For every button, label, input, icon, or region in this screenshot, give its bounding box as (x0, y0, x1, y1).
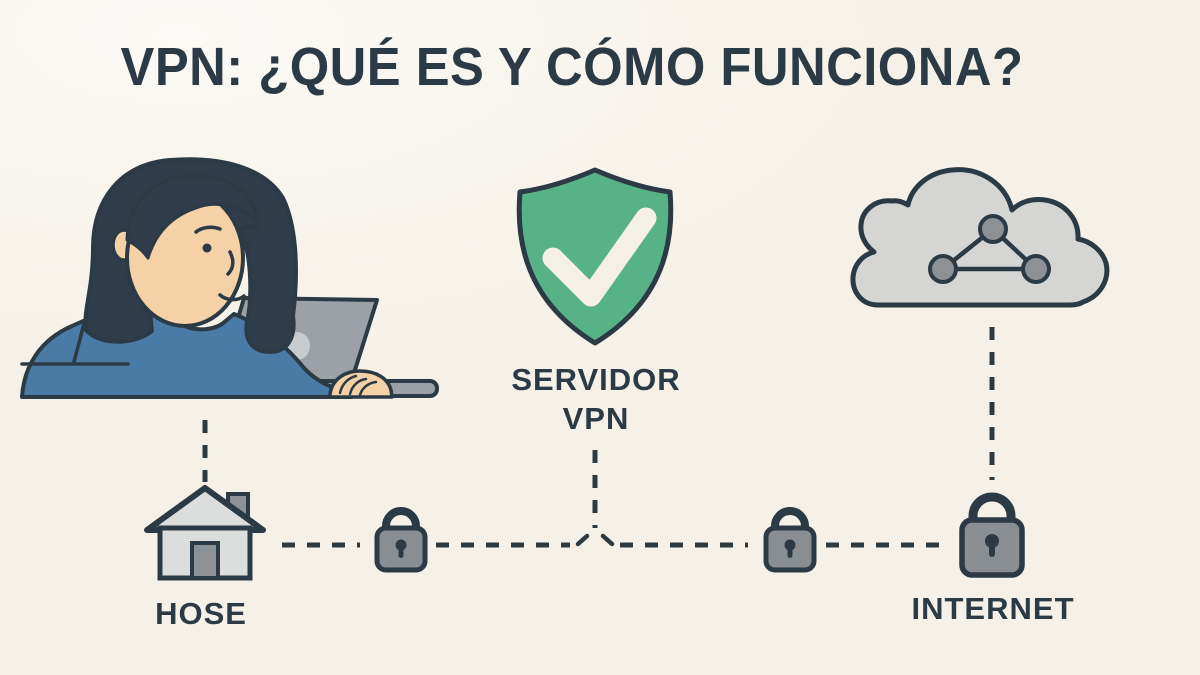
shield-check-icon (516, 167, 674, 346)
cloud-network-icon (850, 167, 1110, 308)
shackle (382, 507, 420, 530)
internet-label: INTERNET (911, 591, 1075, 626)
home-label: HOSE (155, 596, 247, 631)
door (190, 541, 220, 580)
keyhole-stem (398, 545, 404, 558)
network-node (928, 254, 958, 284)
eyebrows (194, 225, 260, 234)
page-title: VPN: ¿QUÉ ES Y CÓMO FUNCIONA? (120, 37, 1024, 97)
eye-right (241, 241, 251, 251)
eye-left (202, 243, 212, 253)
network-links (936, 226, 1042, 272)
padlock-icon-2 (763, 507, 817, 573)
shackle (968, 492, 1016, 522)
finger-lines (338, 374, 378, 397)
shackle (771, 507, 809, 530)
vpn-server-label-line2: VPN (562, 401, 630, 436)
padlock-icon-1 (374, 507, 428, 573)
shield (516, 167, 674, 346)
house-icon (144, 485, 266, 581)
keyhole-stem (989, 541, 995, 557)
tunnel-junction-fork (575, 533, 615, 547)
person-at-laptop-illustration (20, 157, 439, 399)
vpn-server-label-line1: SERVIDOR (511, 362, 681, 397)
nose (226, 250, 235, 276)
checkmark-icon (542, 207, 657, 307)
mouth (218, 293, 246, 302)
network-node (978, 214, 1008, 244)
network-triangle-icon (928, 214, 1051, 284)
network-node (1021, 254, 1051, 284)
dashed-line-connectors (202, 327, 995, 548)
right-hand (328, 369, 394, 399)
vpn-server-label: SERVIDOR VPN (511, 360, 680, 438)
hair-front (125, 173, 260, 260)
padlock-icon-3 (959, 492, 1025, 578)
keyhole-stem (787, 545, 793, 558)
